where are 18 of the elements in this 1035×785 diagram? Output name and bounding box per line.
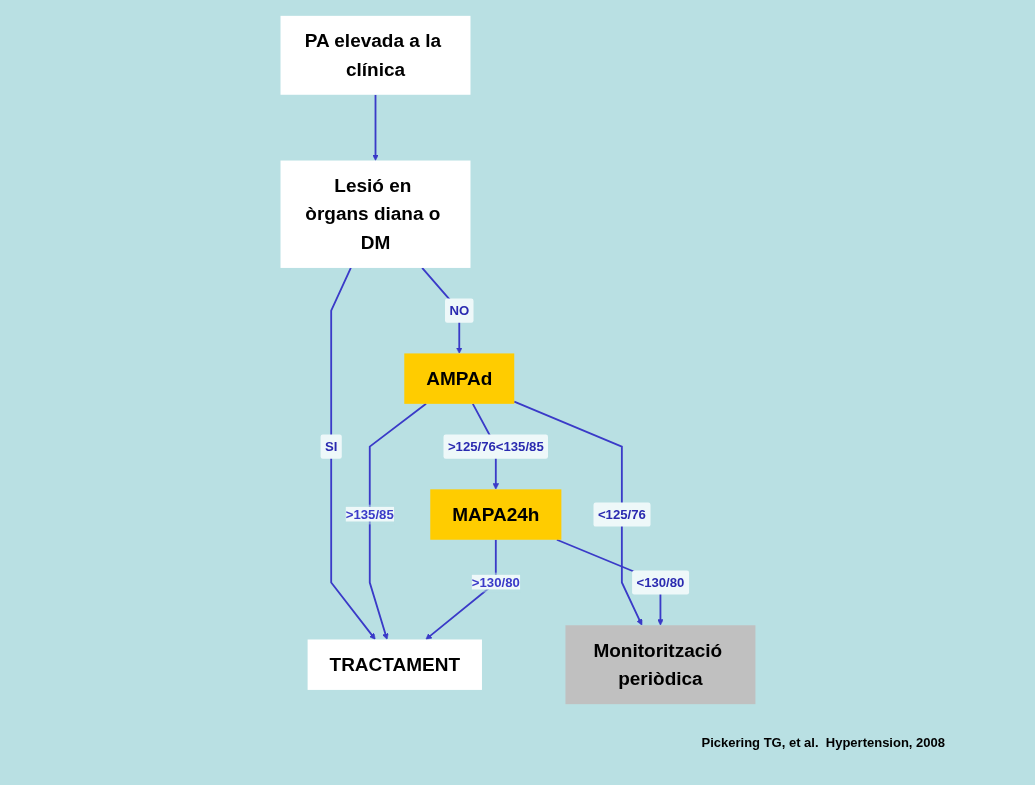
- edge-label: NO: [448, 303, 469, 318]
- arrow: [368, 402, 427, 640]
- edge-label: >125/76<135/85: [447, 438, 544, 454]
- edge-label: >130/80: [471, 574, 520, 590]
- edge-label: <125/76: [597, 506, 646, 522]
- node-box: MAPA24h: [429, 489, 561, 540]
- edge-label: >135/85: [345, 506, 394, 522]
- node-box: AMPAd: [403, 353, 514, 404]
- arrow: [329, 267, 376, 640]
- edge-label: <130/80: [636, 574, 684, 590]
- edge-label: SI: [324, 438, 337, 454]
- node-box: TRACTAMENT: [307, 639, 482, 690]
- node-box: Lesió en òrgans diana o DM: [280, 160, 470, 268]
- arrow: [512, 400, 642, 626]
- citation-text: Pickering TG, et al. Hypertension, 2008: [701, 735, 945, 750]
- node-box: Monitorització periòdica: [565, 625, 755, 705]
- arrow: [371, 93, 379, 161]
- node-box: PA elevada a la clínica: [280, 15, 470, 95]
